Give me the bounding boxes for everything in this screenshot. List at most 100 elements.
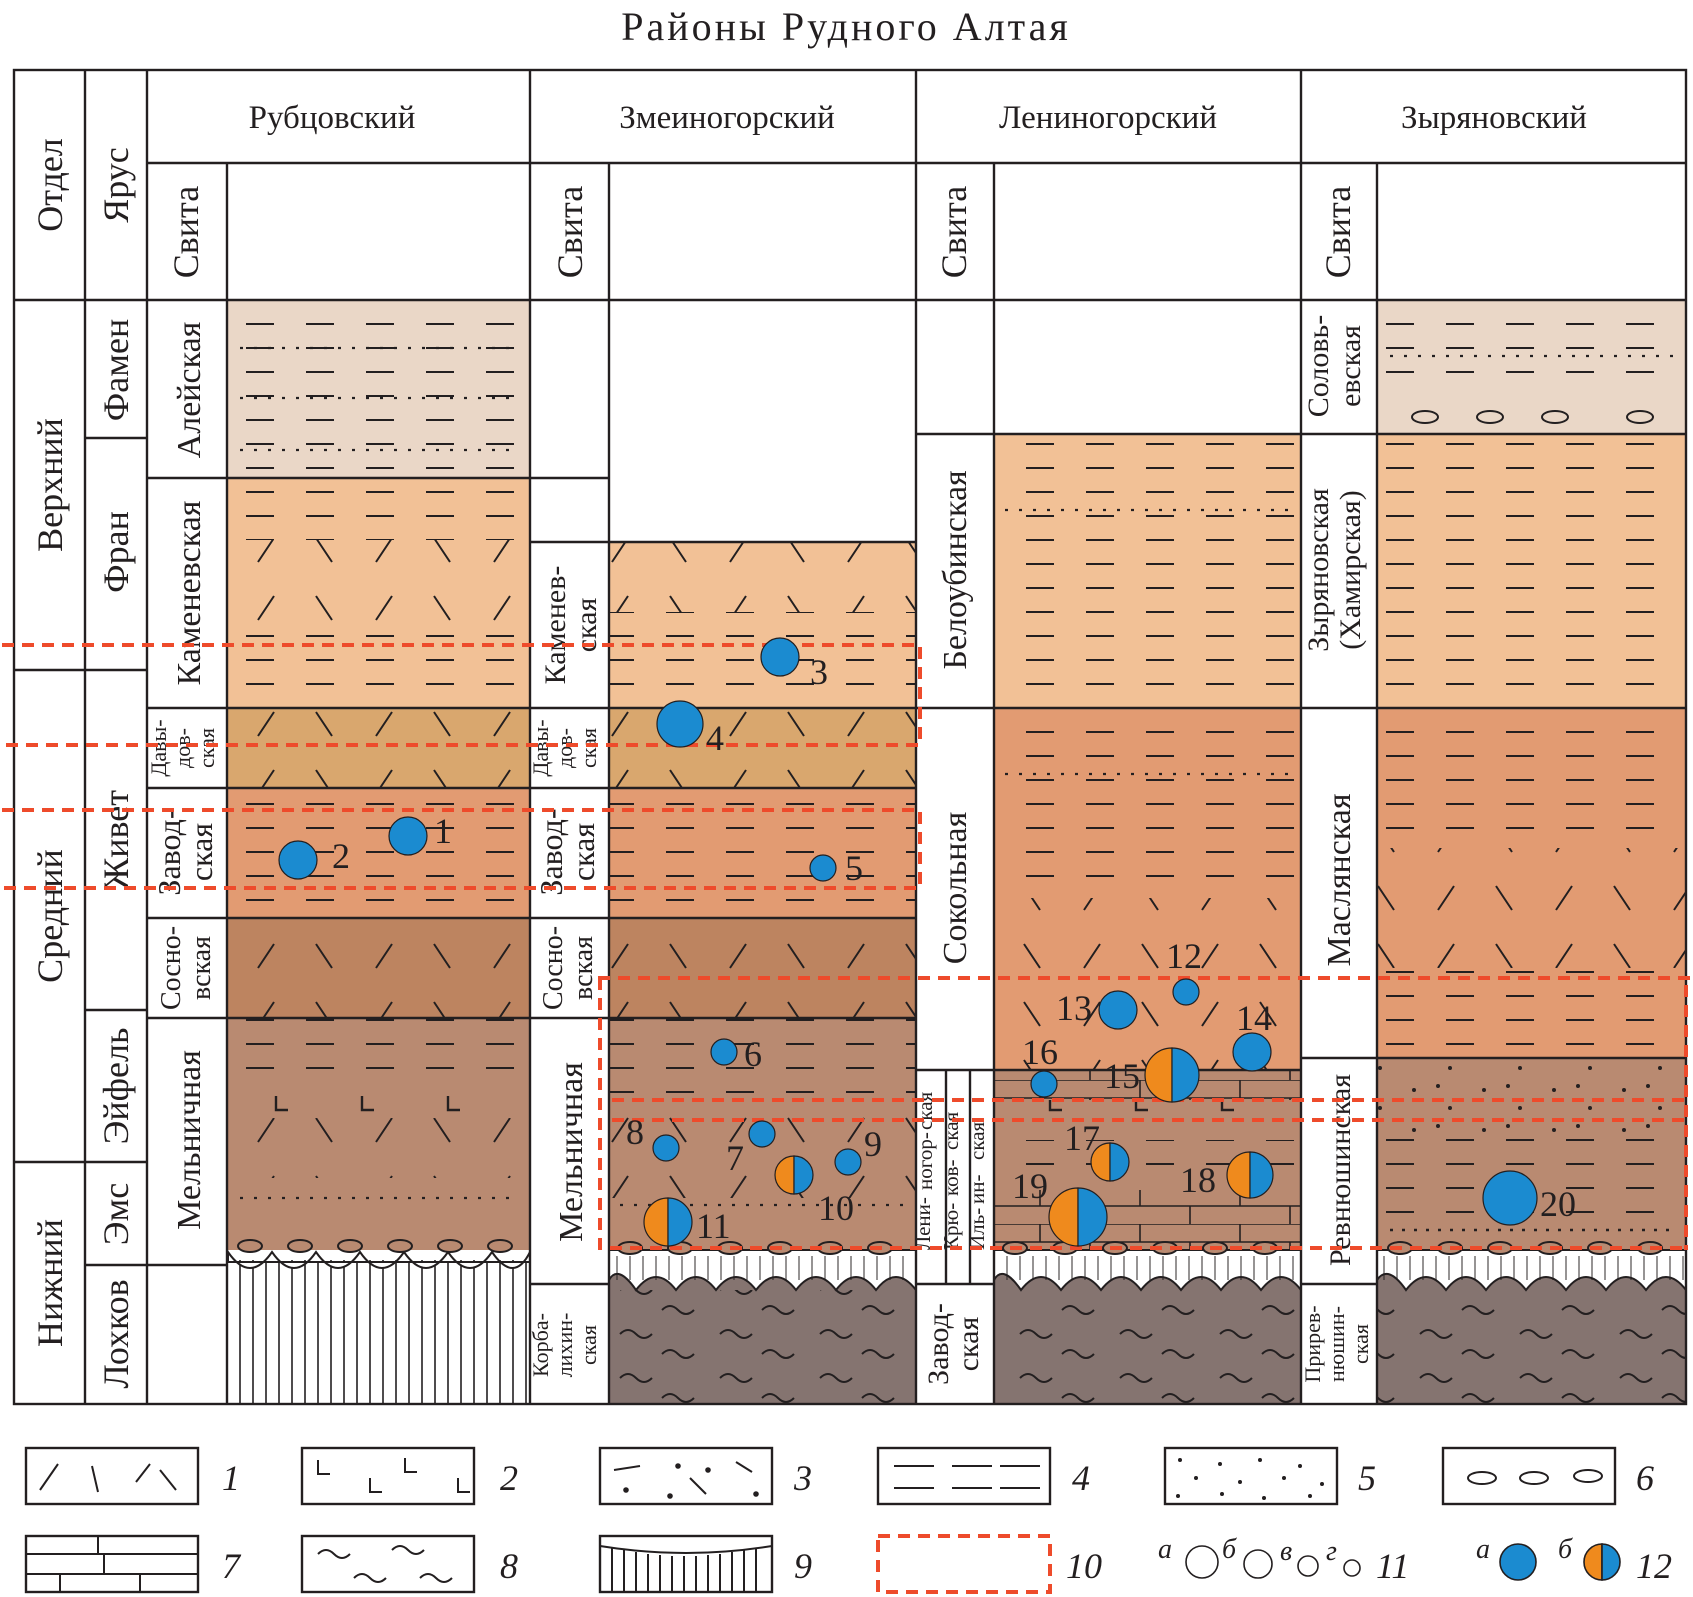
svita-leninogorskaya-3: ская (913, 1091, 937, 1130)
deposit-label-7: 7 (726, 1138, 744, 1178)
header-yarus: Ярус (96, 147, 136, 223)
svita-z-sosnovskaya-1: Сосно- (538, 926, 569, 1010)
svita-sosnovskaya-2: вская (186, 936, 217, 1000)
legend-num-12: 12 (1636, 1546, 1672, 1586)
yarus-zhivet: Живет (96, 790, 136, 890)
svita-ilinskaya-1: Иль- (965, 1208, 989, 1250)
yarus-ems: Эмс (96, 1183, 136, 1246)
legend (24, 1446, 1617, 1594)
svita-davydovskaya-2: дов- (170, 728, 195, 768)
deposit-label-17: 17 (1064, 1118, 1100, 1158)
yarus-famen: Фамен (96, 319, 136, 421)
legend-letter-11b: б (1222, 1534, 1237, 1565)
deposit-label-3: 3 (810, 652, 828, 692)
svita-zyryanovskaya-1: Зыряновская (1302, 488, 1335, 652)
deposit-label-10: 10 (818, 1188, 854, 1228)
svita-z-melnichnaya: Мельничная (553, 1062, 590, 1242)
svita-aleyskaya: Алейская (171, 321, 208, 458)
svita-z-zavodskaya-2: ская (565, 823, 601, 881)
column-rubtsovsky (227, 300, 531, 1404)
svita-kryukovskaya-1: Крю- (939, 1203, 963, 1250)
legend-letter-11g: г (1326, 1536, 1337, 1567)
otdel-nizhniy: Нижний (30, 1219, 70, 1347)
yarus-eyfel: Эйфель (96, 1028, 136, 1145)
legend-num-10: 10 (1066, 1546, 1102, 1586)
deposit-label-6: 6 (744, 1034, 762, 1074)
svita-kryukovskaya-2: ков- (939, 1159, 963, 1196)
legend-num-4: 4 (1072, 1458, 1090, 1498)
deposit-label-5: 5 (845, 848, 863, 888)
column-zmeinogorsky (608, 542, 917, 1404)
svita-kamenevskaya: Каменевская (171, 500, 208, 685)
legend-deposit-sizes (1185, 1545, 1361, 1579)
deposit-label-19: 19 (1012, 1166, 1048, 1206)
svita-beloubinskaya: Белоубинская (937, 470, 974, 670)
svita-leninogorskaya-2: ногор- (913, 1132, 937, 1190)
svita-z-davydovskaya-1: Давы- (528, 719, 553, 776)
legend-letter-11a: а (1158, 1534, 1172, 1565)
legend-num-1: 1 (222, 1458, 240, 1498)
svita-prirevnyushinskaya-1: Прирев- (1300, 1305, 1325, 1382)
svita-solovevskaya-1: Соловь- (1302, 315, 1335, 417)
legend-num-3: 3 (793, 1458, 812, 1498)
legend-swatches (26, 1458, 1603, 1592)
svita-davydovskaya-3: ская (194, 728, 219, 768)
legend-letter-12a: а (1476, 1534, 1490, 1565)
deposit-label-15: 15 (1104, 1056, 1140, 1096)
deposit-label-11: 11 (696, 1206, 731, 1246)
svita-leninogorskaya-1: Лени- (911, 1197, 935, 1250)
legend-num-11: 11 (1376, 1546, 1409, 1586)
header-svita-rubtsovsky: Свита (166, 186, 206, 278)
legend-sandstone-dots (1176, 1458, 1324, 1500)
deposit-label-18: 18 (1180, 1160, 1216, 1200)
svita-l-zavodskaya-2: ская (952, 1317, 985, 1372)
legend-deposit-types (1499, 1543, 1621, 1581)
legend-num-5: 5 (1358, 1458, 1376, 1498)
otdel-sredniy: Средний (30, 849, 70, 983)
legend-num-6: 6 (1636, 1458, 1654, 1498)
legend-num-7: 7 (222, 1546, 242, 1586)
deposit-label-12: 12 (1166, 936, 1202, 976)
district-leninogorsky: Лениногорский (999, 100, 1217, 136)
district-rubtsovsky: Рубцовский (249, 100, 416, 136)
svita-sokolnaya: Сокольная (937, 811, 974, 964)
deposit-label-16: 16 (1022, 1032, 1058, 1072)
deposit-label-9: 9 (864, 1124, 882, 1164)
header-svita-zmeinogorsky: Свита (550, 186, 590, 278)
deposit-label-2: 2 (332, 836, 350, 876)
svita-zavodskaya-2: ская (183, 823, 219, 881)
legend-red-box (876, 1534, 1052, 1594)
svita-maslyanskaya: Маслянская (1321, 793, 1358, 966)
svita-z-sosnovskaya-2: вская (568, 936, 599, 1000)
header-otdel: Отдел (30, 138, 70, 232)
legend-num-2: 2 (500, 1458, 518, 1498)
svita-prirevnyushinskaya-2: нюшин- (1324, 1306, 1349, 1382)
svita-korbalikhinskaya-3: ская (576, 1325, 601, 1365)
svita-solovevskaya-2: евская (1334, 325, 1367, 407)
header-svita-leninogorsky: Свита (934, 186, 974, 278)
svita-sosnovskaya-1: Сосно- (156, 926, 187, 1010)
legend-letter-12b: б (1558, 1534, 1573, 1565)
svita-zyryanovskaya-2: (Хамирская) (1334, 490, 1367, 650)
deposit-label-8: 8 (626, 1112, 644, 1152)
svita-z-davydovskaya-2: дов- (552, 728, 577, 768)
svita-ilinskaya-3: ская (965, 1121, 989, 1160)
deposit-label-1: 1 (434, 811, 452, 851)
yarus-lokhkov: Лохков (96, 1279, 136, 1388)
legend-num-9: 9 (794, 1546, 812, 1586)
district-zyryanovsky: Зыряновский (1401, 100, 1587, 136)
deposit-label-14: 14 (1236, 998, 1272, 1038)
legend-letter-11v: в (1280, 1536, 1292, 1567)
svita-l-zavodskaya-1: Завод- (922, 1303, 955, 1385)
svita-zavodskaya-1: Завод- (151, 808, 187, 895)
district-zmeinogorsky: Змеиногорский (619, 100, 835, 136)
otdel-verkhniy: Верхний (30, 418, 70, 552)
svita-ilinskaya-2: ин- (965, 1175, 989, 1204)
ore-level-boundaries (2, 643, 1690, 1250)
yarus-fran: Фран (96, 511, 136, 593)
svita-melnichnaya: Мельничная (171, 1050, 208, 1230)
deposit-label-20: 20 (1540, 1184, 1576, 1224)
svita-z-davydovskaya-3: ская (576, 728, 601, 768)
svita-z-zavodskaya-1: Завод- (533, 808, 569, 895)
svita-korbalikhinskaya-1: Корба- (528, 1313, 553, 1377)
